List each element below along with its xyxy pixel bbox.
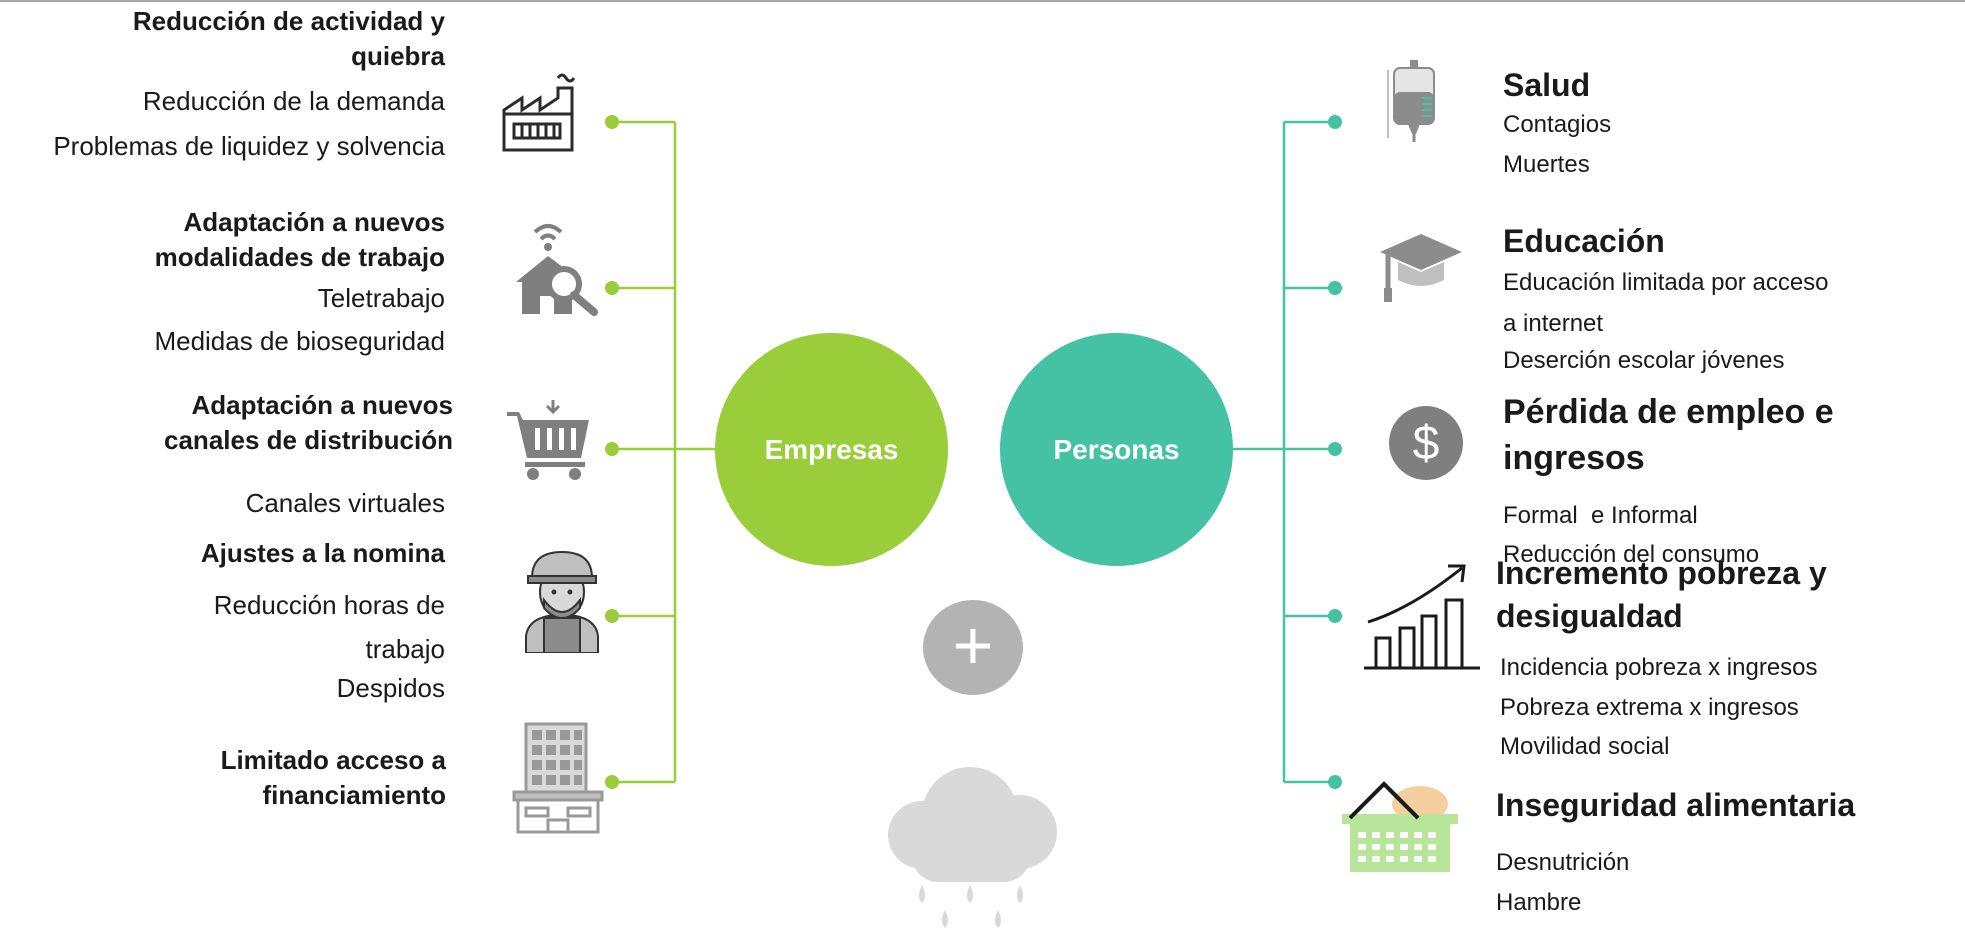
effect-item: Incidencia pobreza x ingresos (1500, 654, 1818, 682)
connector-dot (1328, 115, 1342, 129)
effect-item: Canales virtuales (245, 488, 445, 519)
effect-item: Reducción de la demanda (142, 86, 445, 117)
personas-effect-5: Inseguridad alimentaria Desnutrición Ham… (1496, 784, 1855, 919)
effect-item: Educación limitada por acceso a internet (1503, 269, 1829, 337)
effect-title: Pérdida de empleo e ingresos (1503, 393, 1834, 477)
personas-effect-2: Educación Educación limitada por acceso … (1503, 220, 1829, 377)
effect-title: Incremento pobreza y desigualdad (1496, 555, 1827, 635)
effect-title: Inseguridad alimentaria (1496, 787, 1856, 823)
worker-icon (518, 548, 606, 653)
effect-item: Reducción del consumo (1503, 541, 1760, 569)
connector-dot (1328, 442, 1342, 456)
effect-item: Formal e Informal (1503, 501, 1698, 529)
effect-title: Salud (1503, 67, 1591, 103)
connector-dot (605, 775, 619, 789)
effect-item: Despidos (336, 673, 445, 704)
connector-dot (605, 442, 619, 456)
effect-item: Contagios (1503, 111, 1612, 139)
building-icon (510, 720, 606, 835)
empresas-label: Empresas (764, 433, 899, 465)
shopping-cart-icon (505, 400, 595, 482)
iv-bag-icon (1382, 58, 1446, 142)
connector-dot (605, 609, 619, 623)
factory-icon (500, 68, 586, 154)
dollar-coin-icon: $ (1388, 405, 1464, 481)
connector-dot (1328, 281, 1342, 295)
plus-circle: + (923, 600, 1023, 695)
connector-dot (605, 115, 619, 129)
personas-circle: Personas (1000, 333, 1233, 566)
effect-item: Muertes (1503, 150, 1590, 178)
growth-chart-icon (1362, 560, 1482, 672)
effect-item: Problemas de liquidez y solvencia (53, 131, 445, 162)
empresas-effect-3: Adaptación a nuevos canales de distribuc… (0, 388, 453, 521)
connector-dot (1328, 775, 1342, 789)
graduation-cap-icon (1378, 226, 1464, 306)
personas-label: Personas (1053, 433, 1180, 465)
personas-connectors (1232, 120, 1335, 784)
empresas-effect-4: Ajustes a la nomina Reducción horas de t… (0, 536, 445, 707)
empresas-connectors (612, 120, 715, 784)
effect-item: Hambre (1496, 888, 1582, 916)
connector-dot (605, 281, 619, 295)
personas-effect-1: Salud Contagios Muertes (1503, 64, 1611, 181)
empresas-effect-2: Adaptación a nuevos modalidades de traba… (0, 205, 445, 359)
rain-cloud-icon (870, 750, 1070, 930)
effect-title: Adaptación a nuevos modalidades de traba… (154, 207, 445, 273)
svg-text:$: $ (1413, 417, 1440, 470)
effect-title: Reducción de actividad y quiebra (132, 6, 445, 72)
effect-title: Ajustes a la nomina (200, 538, 445, 568)
effect-title: Adaptación a nuevos canales de distribuc… (164, 390, 453, 456)
plus-sign: + (952, 605, 994, 684)
home-wifi-search-icon (510, 222, 600, 317)
effect-title: Educación (1503, 223, 1665, 259)
top-border (0, 0, 1965, 2)
personas-effect-3: Pérdida de empleo e ingresos Formal e In… (1503, 390, 1965, 572)
personas-dots (1328, 115, 1342, 789)
food-basket-icon (1336, 780, 1464, 876)
effect-item: Teletrabajo (317, 283, 445, 314)
effect-item: Deserción escolar jóvenes (1503, 346, 1785, 374)
empresas-effect-5: Limitado acceso a financiamiento (0, 743, 446, 813)
empresas-circle: Empresas (715, 333, 948, 566)
effect-item: Movilidad social (1500, 733, 1670, 761)
effect-item: Pobreza extrema x ingresos (1500, 693, 1799, 721)
empresas-effect-1: Reducción de actividad y quiebra Reducci… (0, 4, 445, 164)
effect-item: Desnutrición (1496, 849, 1630, 877)
empresas-dots (605, 115, 619, 789)
effect-title: Limitado acceso a financiamiento (220, 745, 446, 811)
personas-effect-4: Incremento pobreza y desigualdad Inciden… (1496, 552, 1827, 764)
effect-item: Reducción horas de trabajo (213, 590, 445, 665)
effect-item: Medidas de bioseguridad (154, 326, 445, 357)
connector-dot (1328, 609, 1342, 623)
